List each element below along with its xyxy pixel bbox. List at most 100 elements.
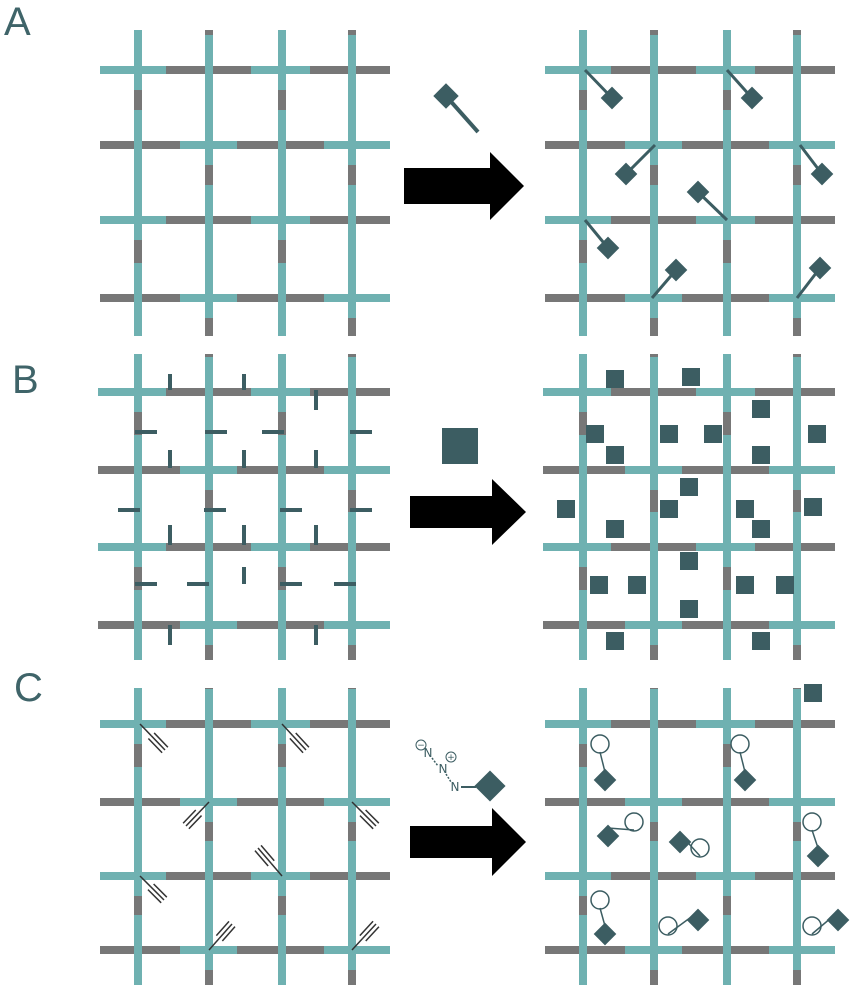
bound-block [660, 500, 678, 518]
bound-block [682, 368, 700, 386]
diamond-group [600, 86, 624, 110]
alkyne-triple [365, 809, 380, 824]
alkyne-triple [188, 815, 203, 830]
triazole-ring [690, 838, 710, 858]
free-block [804, 684, 822, 702]
alkyne-bond [351, 937, 364, 951]
alkyne-triple [254, 850, 269, 867]
diamond-group [664, 258, 688, 282]
triazole-link [811, 829, 819, 849]
bound-block [680, 552, 698, 570]
alkyne-triple [365, 926, 380, 942]
triazole-ring [802, 916, 822, 936]
polymer-grid-a-product [545, 30, 835, 336]
triazole-ring [802, 812, 822, 832]
panel-label-c: C [14, 666, 43, 710]
alkyne-bond [198, 801, 210, 814]
alkyne-triple [295, 732, 310, 748]
diamond-group [668, 830, 692, 854]
reaction-arrow-b [410, 479, 526, 545]
alkyne-triple [150, 886, 165, 901]
alkyne-triple [215, 920, 230, 937]
diamond-group [810, 162, 834, 186]
alkyne-bond [281, 723, 294, 737]
diamond-group [686, 908, 710, 932]
polymer-grid-a-start [100, 30, 390, 336]
diamond-group [593, 768, 617, 792]
bound-block [776, 576, 794, 594]
bound-block [752, 520, 770, 538]
diamond-group [808, 256, 832, 280]
triazole-link [599, 907, 606, 927]
azide-n3: N [451, 780, 460, 794]
bound-block [606, 370, 624, 388]
alkyne-triple [150, 735, 166, 751]
bound-block [736, 576, 754, 594]
polymer-grids [98, 30, 835, 985]
alkyne-triple [289, 737, 304, 754]
alkyne-bond [139, 875, 152, 888]
alkyne-bond [351, 801, 364, 814]
alkyne-bond [208, 937, 220, 951]
triazole-ring [730, 734, 750, 754]
diamond-group [740, 86, 764, 110]
bound-block [628, 576, 646, 594]
bound-block [606, 520, 624, 538]
alkyne-triple [147, 889, 162, 904]
panel-label-a: A [4, 0, 31, 44]
alkyne-triple [182, 809, 197, 824]
panel-label-b: B [12, 358, 39, 402]
alkyne-triple [359, 920, 374, 937]
alkyne-triple [257, 847, 272, 864]
polymer-grid-b-start [98, 354, 390, 660]
alkyne-triple [362, 923, 377, 939]
bound-block [752, 446, 770, 464]
bound-block [557, 500, 575, 518]
alkyne-triple [359, 815, 374, 830]
diamond-group [806, 844, 830, 868]
bound-block [752, 400, 770, 418]
bound-block [804, 498, 822, 516]
alkyne-triple [260, 844, 275, 862]
bound-block [590, 576, 608, 594]
bound-block [586, 425, 604, 443]
polymer-grid-c-product [545, 688, 835, 985]
reaction-arrow-a [404, 152, 524, 220]
polymer-grid-c-start [100, 688, 390, 985]
triazole-ring [624, 812, 644, 832]
alkyne-triple [147, 737, 163, 754]
azide-plus-charge: + [447, 753, 455, 763]
diamond-group [596, 824, 620, 848]
bound-block [680, 600, 698, 618]
polymer-grid-b-product [543, 354, 835, 660]
reagent-b-block [442, 428, 478, 464]
alkyne-bond [270, 862, 283, 877]
alkyne-triple [221, 926, 236, 942]
bound-block [606, 632, 624, 650]
diamond-group [593, 922, 617, 946]
bound-block [704, 425, 722, 443]
bound-block [808, 425, 826, 443]
azide-n2: N [439, 762, 448, 776]
alkyne-triple [185, 812, 200, 827]
diamond-group [826, 908, 850, 932]
azide-minus-charge: − [417, 741, 425, 751]
triazole-link [607, 827, 635, 831]
bound-block [660, 425, 678, 443]
triazole-ring [658, 916, 678, 936]
alkyne-bond [139, 723, 152, 737]
diamond-group [733, 768, 757, 792]
alkyne-triple [153, 732, 169, 748]
reagent-c-azide: − N N + N [415, 739, 506, 802]
alkyne-triple [292, 735, 307, 751]
bound-block [736, 500, 754, 518]
alkyne-triple [218, 923, 233, 939]
triazole-link [739, 751, 746, 773]
triazole-link [599, 751, 606, 773]
bound-block [680, 478, 698, 496]
reagent-a [433, 83, 480, 134]
azide-n1: N [424, 746, 433, 760]
reaction-arrow-c [410, 808, 526, 876]
triazole-ring [590, 890, 610, 910]
